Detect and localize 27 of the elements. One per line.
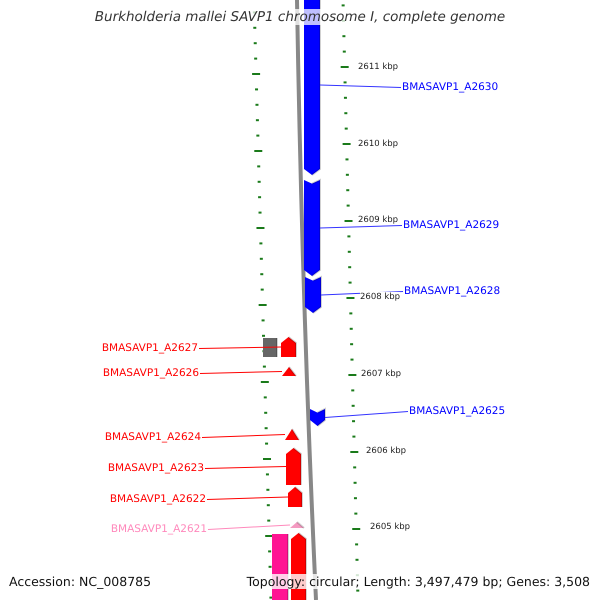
scale-label: 2609 kbp: [358, 215, 398, 225]
scale-label: 2607 kbp: [361, 369, 402, 379]
leader-line: [320, 225, 402, 228]
scale-label: 2608 kbp: [360, 292, 400, 302]
scale-label: 2606 kbp: [366, 446, 406, 456]
gene-label: BMASAVP1_A2626: [102, 367, 199, 380]
leader-line: [200, 371, 282, 374]
leader-line: [320, 84, 402, 88]
leader-line: [202, 434, 286, 438]
scale-label: 2610 kbp: [358, 139, 398, 149]
gene-label: BMASAVP1_A2628: [404, 285, 500, 298]
leader-line: [208, 524, 290, 530]
gene-label: BMASAVP1_A2624: [104, 431, 201, 444]
gene-label: BMASAVP1_A2627: [102, 342, 198, 355]
gene-label: BMASAVP1_A2629: [403, 219, 500, 232]
gene-label: BMASAVP1_A2622: [110, 493, 206, 506]
footer-text: Accession: NC_008785: [9, 574, 152, 589]
gene-label: BMASAVP1_A2623: [108, 462, 204, 475]
leader-line: [206, 496, 288, 500]
gene-label: BMASAVP1_A2621: [110, 523, 207, 536]
leader-line: [324, 411, 408, 418]
gene-label: BMASAVP1_A2630: [402, 81, 498, 94]
gene-label: BMASAVP1_A2625: [409, 405, 506, 418]
leader-line: [204, 466, 286, 469]
footer-text: Topology: circular; Length: 3,497,479 bp; Genes: 3,508: [246, 574, 590, 589]
scale-label: 2605 kbp: [370, 522, 410, 532]
scale-label: 2611 kbp: [358, 62, 398, 72]
